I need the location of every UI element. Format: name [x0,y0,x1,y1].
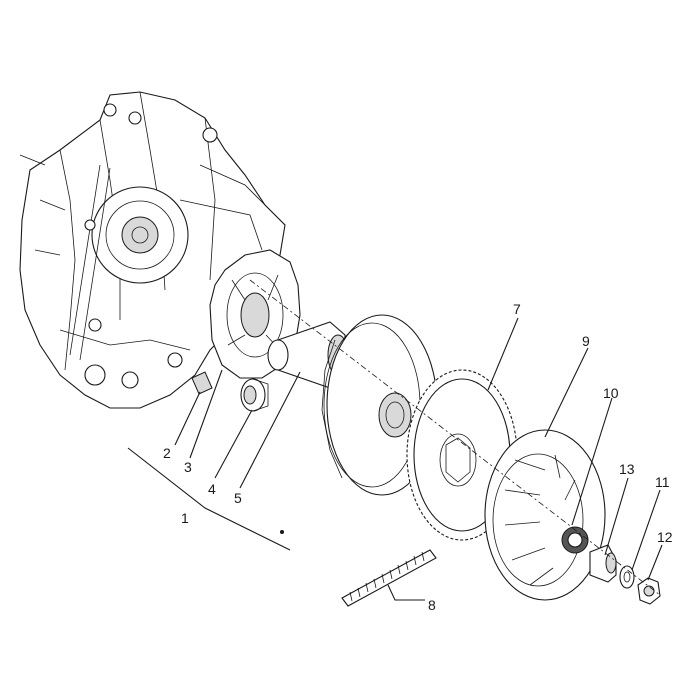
bracket-dot [280,530,284,534]
bracket-1 [127,447,291,551]
callout-7: 7 [513,301,521,317]
part-2-slider [191,371,213,395]
callout-10: 10 [603,385,619,401]
callout-12: 12 [657,529,673,545]
callout-3: 3 [184,459,192,475]
part-8-belt-strip [341,549,437,607]
callout-11: 11 [655,474,670,490]
part-11-washer [619,565,635,589]
callout-13: 13 [619,461,635,477]
part-9-fan-pulley [484,429,606,601]
callout-9: 9 [582,333,590,349]
part-4-bushing [240,378,269,412]
callout-4: 4 [208,481,216,497]
callout-1: 1 [181,510,189,526]
leader-lines [174,317,663,601]
part-12-nut [637,577,661,605]
callout-8: 8 [428,597,436,613]
callout-2: 2 [163,445,171,461]
axis-centerline [249,279,661,596]
part-13-spacer [589,544,617,583]
callout-5: 5 [234,490,242,506]
